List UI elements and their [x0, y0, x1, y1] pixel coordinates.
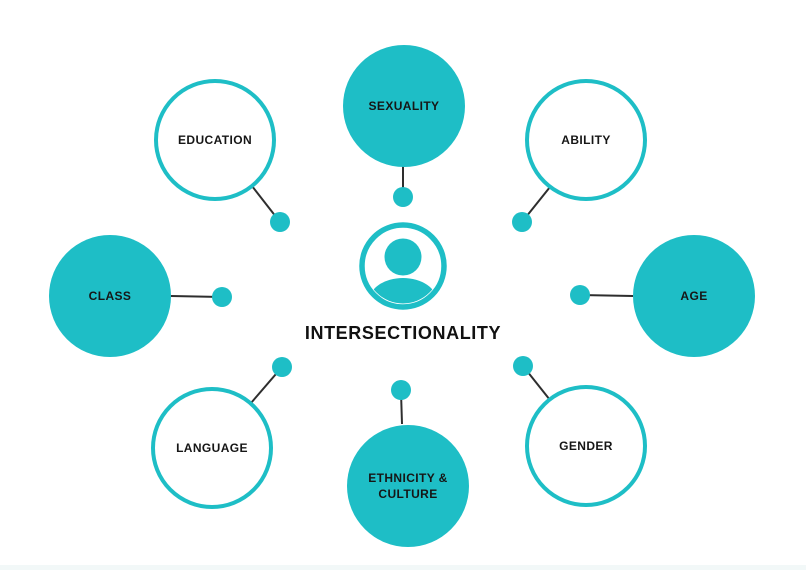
node-sexuality: SEXUALITY [343, 45, 465, 167]
node-age: AGE [633, 235, 755, 357]
node-language-label: LANGUAGE [176, 440, 248, 455]
node-gender-label: GENDER [559, 438, 613, 453]
node-class: CLASS [49, 235, 171, 357]
connector-dot-class [212, 287, 232, 307]
connector-dot-ability [512, 212, 532, 232]
person-icon-ring [359, 222, 447, 310]
node-age-label: AGE [680, 288, 708, 303]
person-icon-head [384, 238, 422, 276]
node-ability-label: ABILITY [561, 132, 611, 147]
person-icon-shoulders [369, 278, 437, 304]
connector-dot-language [272, 357, 292, 377]
node-education-label: EDUCATION [177, 132, 253, 147]
node-class-label: CLASS [88, 288, 132, 303]
connector-dot-gender [513, 356, 533, 376]
diagram-title: INTERSECTIONALITY [304, 323, 502, 343]
node-ethnicity-culture: ETHNICITY & CULTURE [347, 425, 469, 547]
node-sexuality-label: SEXUALITY [368, 98, 440, 113]
connector-dot-age [570, 285, 590, 305]
bottom-page-edge [0, 565, 806, 570]
node-gender: GENDER [525, 385, 647, 507]
node-ability: ABILITY [525, 79, 647, 201]
person-icon [359, 222, 447, 310]
connector-dot-education [270, 212, 290, 232]
node-education: EDUCATION [154, 79, 276, 201]
node-ethnicity-culture-label: ETHNICITY & CULTURE [368, 470, 448, 501]
connector-dot-sexuality [393, 187, 413, 207]
connector-dot-ethnicity [391, 380, 411, 400]
node-language: LANGUAGE [151, 387, 273, 509]
